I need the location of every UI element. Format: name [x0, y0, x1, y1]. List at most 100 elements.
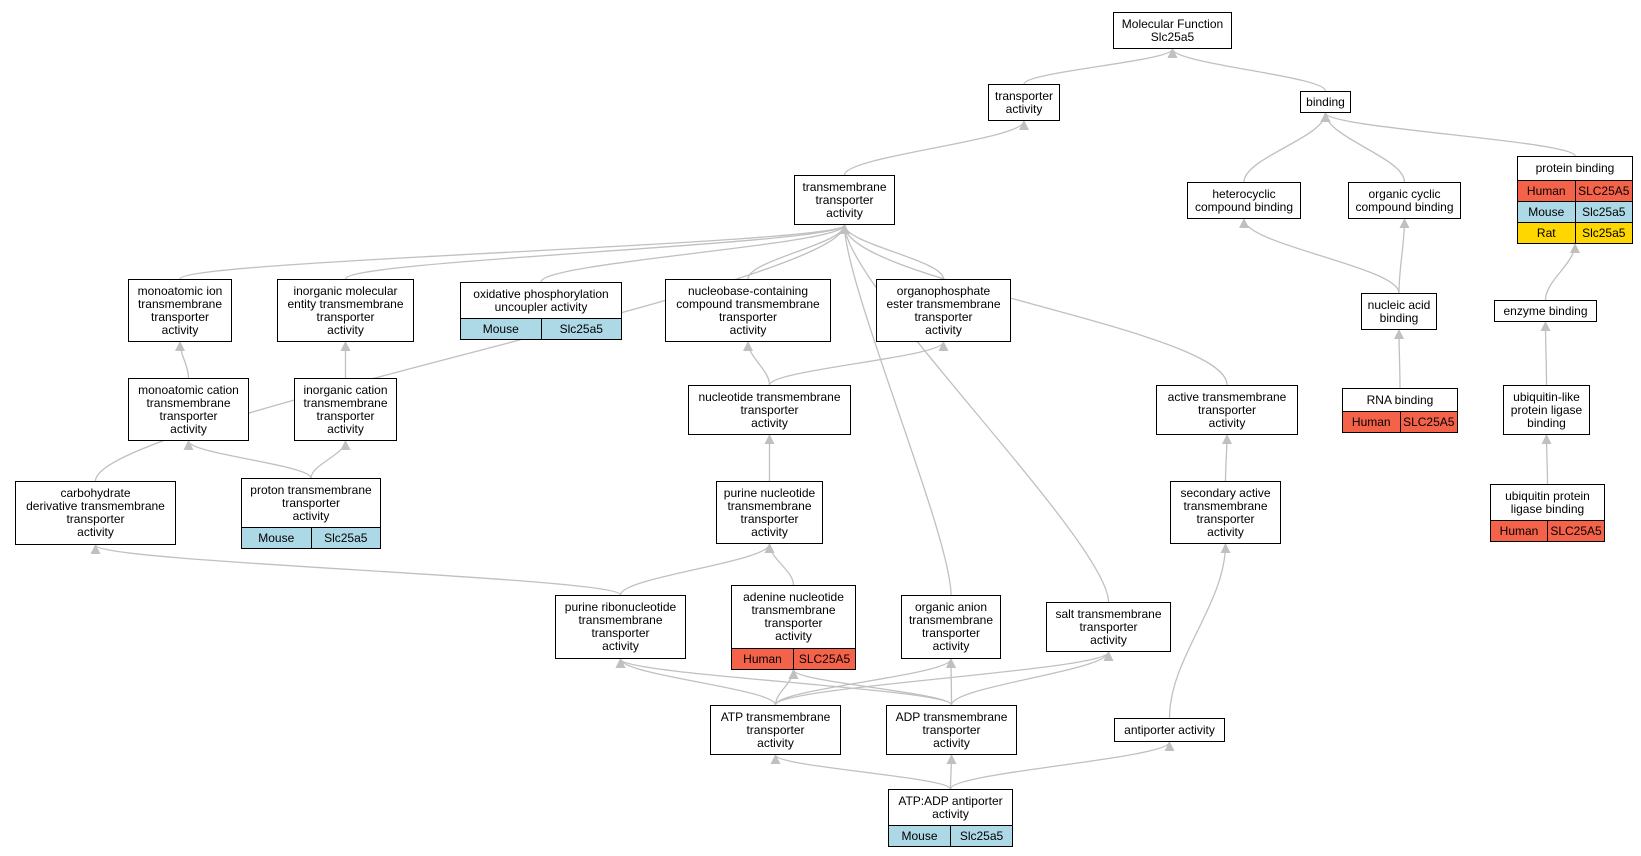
node-binding[interactable]: binding [1300, 91, 1351, 113]
node-inorganic-molecular-entity-transmembrane-transporter-activity[interactable]: inorganic molecular entity transmembrane… [277, 279, 414, 342]
node-antiporter-activity[interactable]: antiporter activity [1114, 718, 1225, 742]
edge-rna-to-nucacid [1394, 329, 1405, 389]
node-label: protein binding [1535, 161, 1615, 175]
node-oxidative-phosphorylation-uncoupler-activity[interactable]: oxidative phosphorylation uncoupler acti… [460, 282, 622, 340]
node-label: ATP:ADP antiporter activity [898, 793, 1003, 821]
edge-atpadp-to-antiporter [949, 741, 1175, 790]
edge-nucacid-to-orgcyc [1398, 218, 1410, 294]
gene-cell: SLC25A5 [1399, 412, 1458, 432]
node-label: nucleotide transmembrane transporter act… [698, 389, 841, 430]
node-label: transporter activity [994, 88, 1054, 116]
edge-atpadp-to-adp [946, 754, 957, 790]
gene-cell: SLC25A5 [793, 649, 855, 669]
node-label: organophosphate ester transmembrane tran… [886, 283, 1001, 337]
node-label: active transmembrane transporter activit… [1167, 389, 1287, 430]
node-adenine-nucleotide-transmembrane-transporter-activity[interactable]: adenine nucleotide transmembrane transpo… [731, 585, 856, 670]
gene-cell: Slc25a5 [1574, 202, 1633, 222]
node-label: RNA binding [1366, 392, 1434, 407]
node-organic-cyclic-compound-binding[interactable]: organic cyclic compound binding [1348, 182, 1461, 219]
node-label: binding [1306, 94, 1345, 109]
edge-adp-to-organion [946, 658, 957, 706]
edge-enzyme-to-protbind [1544, 243, 1580, 301]
node-label: nucleobase-containing compound transmemb… [676, 283, 820, 337]
node-organophosphate-ester-transmembrane-transporter-activity[interactable]: organophosphate ester transmembrane tran… [876, 279, 1011, 342]
edge-active-to-tm [839, 224, 1228, 386]
annotation-row-mouse: Mouse Slc25a5 [242, 527, 380, 548]
node-label: nucleic acid binding [1367, 297, 1431, 325]
edge-atp-to-organion [774, 658, 956, 706]
node-label: Molecular Function Slc25a5 [1121, 16, 1224, 44]
node-carbohydrate-derivative-transmembrane-transporter-activity[interactable]: carbohydrate derivative transmembrane tr… [15, 481, 176, 545]
edge-adp-to-purribo [615, 658, 953, 706]
species-cell: Mouse [258, 531, 295, 545]
edge-monoion-to-tm [179, 224, 850, 280]
node-heterocyclic-compound-binding[interactable]: heterocyclic compound binding [1187, 182, 1301, 219]
edge-secondary-to-active [1221, 434, 1232, 482]
node-transporter-activity[interactable]: transporter activity [988, 84, 1060, 121]
node-proton-transmembrane-transporter-activity[interactable]: proton transmembrane transporter activit… [241, 478, 381, 549]
node-salt-transmembrane-transporter-activity[interactable]: salt transmembrane transporter activity [1046, 602, 1171, 652]
node-label: inorganic molecular entity transmembrane… [287, 283, 404, 337]
node-purine-nucleotide-transmembrane-transporter-activity[interactable]: purine nucleotide transmembrane transpor… [716, 481, 823, 544]
node-label: transmembrane transporter activity [802, 179, 887, 220]
node-nucleic-acid-binding[interactable]: nucleic acid binding [1361, 293, 1437, 330]
edge-protbind-to-binding [1320, 112, 1576, 157]
annotation-row-human: Human SLC25A5 [1343, 411, 1457, 432]
node-label: heterocyclic compound binding [1194, 186, 1294, 214]
edge-ubiq-to-ubl [1541, 434, 1552, 485]
edge-carb-to-tm [94, 224, 850, 482]
node-secondary-active-transmembrane-transporter-activity[interactable]: secondary active transmembrane transport… [1170, 481, 1281, 544]
edge-inorgmol-to-tm [344, 224, 850, 280]
node-label: purine nucleotide transmembrane transpor… [723, 485, 816, 539]
node-monoatomic-ion-transmembrane-transporter-activity[interactable]: monoatomic ion transmembrane transporter… [128, 279, 232, 342]
node-label: proton transmembrane transporter activit… [250, 482, 372, 523]
node-label: secondary active transmembrane transport… [1180, 485, 1271, 539]
node-purine-ribonucleotide-transmembrane-transporter-activity[interactable]: purine ribonucleotide transmembrane tran… [555, 595, 686, 659]
node-label: monoatomic ion transmembrane transporter… [137, 283, 223, 337]
edge-tm-to-transporter [843, 120, 1029, 176]
node-rna-binding[interactable]: RNA binding Human SLC25A5 [1342, 388, 1458, 433]
edge-atpadp-to-atp [770, 754, 952, 790]
node-monoatomic-cation-transmembrane-transporter-activity[interactable]: monoatomic cation transmembrane transpor… [128, 378, 249, 441]
gene-cell: Slc25a5 [310, 528, 381, 548]
node-nucleotide-transmembrane-transporter-activity[interactable]: nucleotide transmembrane transporter act… [688, 385, 851, 435]
node-label: ubiquitin-like protein ligase binding [1510, 389, 1583, 430]
edge-nucacid-to-hetero [1239, 218, 1400, 294]
edge-monocation-to-monoion [175, 341, 190, 379]
edge-adp-to-salt [950, 651, 1114, 706]
species-cell: Human [1351, 415, 1391, 429]
node-active-transmembrane-transporter-activity[interactable]: active transmembrane transporter activit… [1156, 385, 1298, 435]
node-label: organic cyclic compound binding [1355, 186, 1454, 214]
node-atp-transmembrane-transporter-activity[interactable]: ATP transmembrane transporter activity [710, 705, 841, 755]
edge-oxphos-to-tm [540, 224, 850, 283]
node-inorganic-cation-transmembrane-transporter-activity[interactable]: inorganic cation transmembrane transport… [294, 378, 397, 441]
node-label: organic anion transmembrane transporter … [908, 600, 994, 653]
edge-atp-to-purribo [615, 658, 777, 706]
node-label: oxidative phosphorylation uncoupler acti… [473, 286, 609, 314]
gene-cell: Slc25a5 [950, 826, 1012, 846]
edge-atp-to-salt [774, 651, 1114, 706]
edge-nucleotide-to-organophos [768, 341, 949, 386]
node-nucleobase-containing-compound-transmembrane-transporter-activity[interactable]: nucleobase-containing compound transmemb… [665, 279, 831, 342]
edge-proton-to-monocation [183, 440, 312, 479]
node-molecular-function[interactable]: Molecular Function Slc25a5 [1113, 12, 1232, 49]
edge-organophos-to-tm [839, 224, 945, 280]
edge-transporter-to-mf [1023, 48, 1178, 85]
gene-cell: Slc25a5 [1574, 223, 1633, 243]
node-adp-transmembrane-transporter-activity[interactable]: ADP transmembrane transporter activity [886, 705, 1017, 755]
node-ubiquitin-like-protein-ligase-binding[interactable]: ubiquitin-like protein ligase binding [1503, 385, 1590, 435]
edge-proton-to-inorgcation [310, 440, 351, 479]
edge-hetero-to-binding [1243, 112, 1331, 183]
node-transmembrane-transporter-activity[interactable]: transmembrane transporter activity [794, 175, 895, 225]
node-organic-anion-transmembrane-transporter-activity[interactable]: organic anion transmembrane transporter … [901, 595, 1001, 659]
node-enzyme-binding[interactable]: enzyme binding [1494, 300, 1597, 322]
